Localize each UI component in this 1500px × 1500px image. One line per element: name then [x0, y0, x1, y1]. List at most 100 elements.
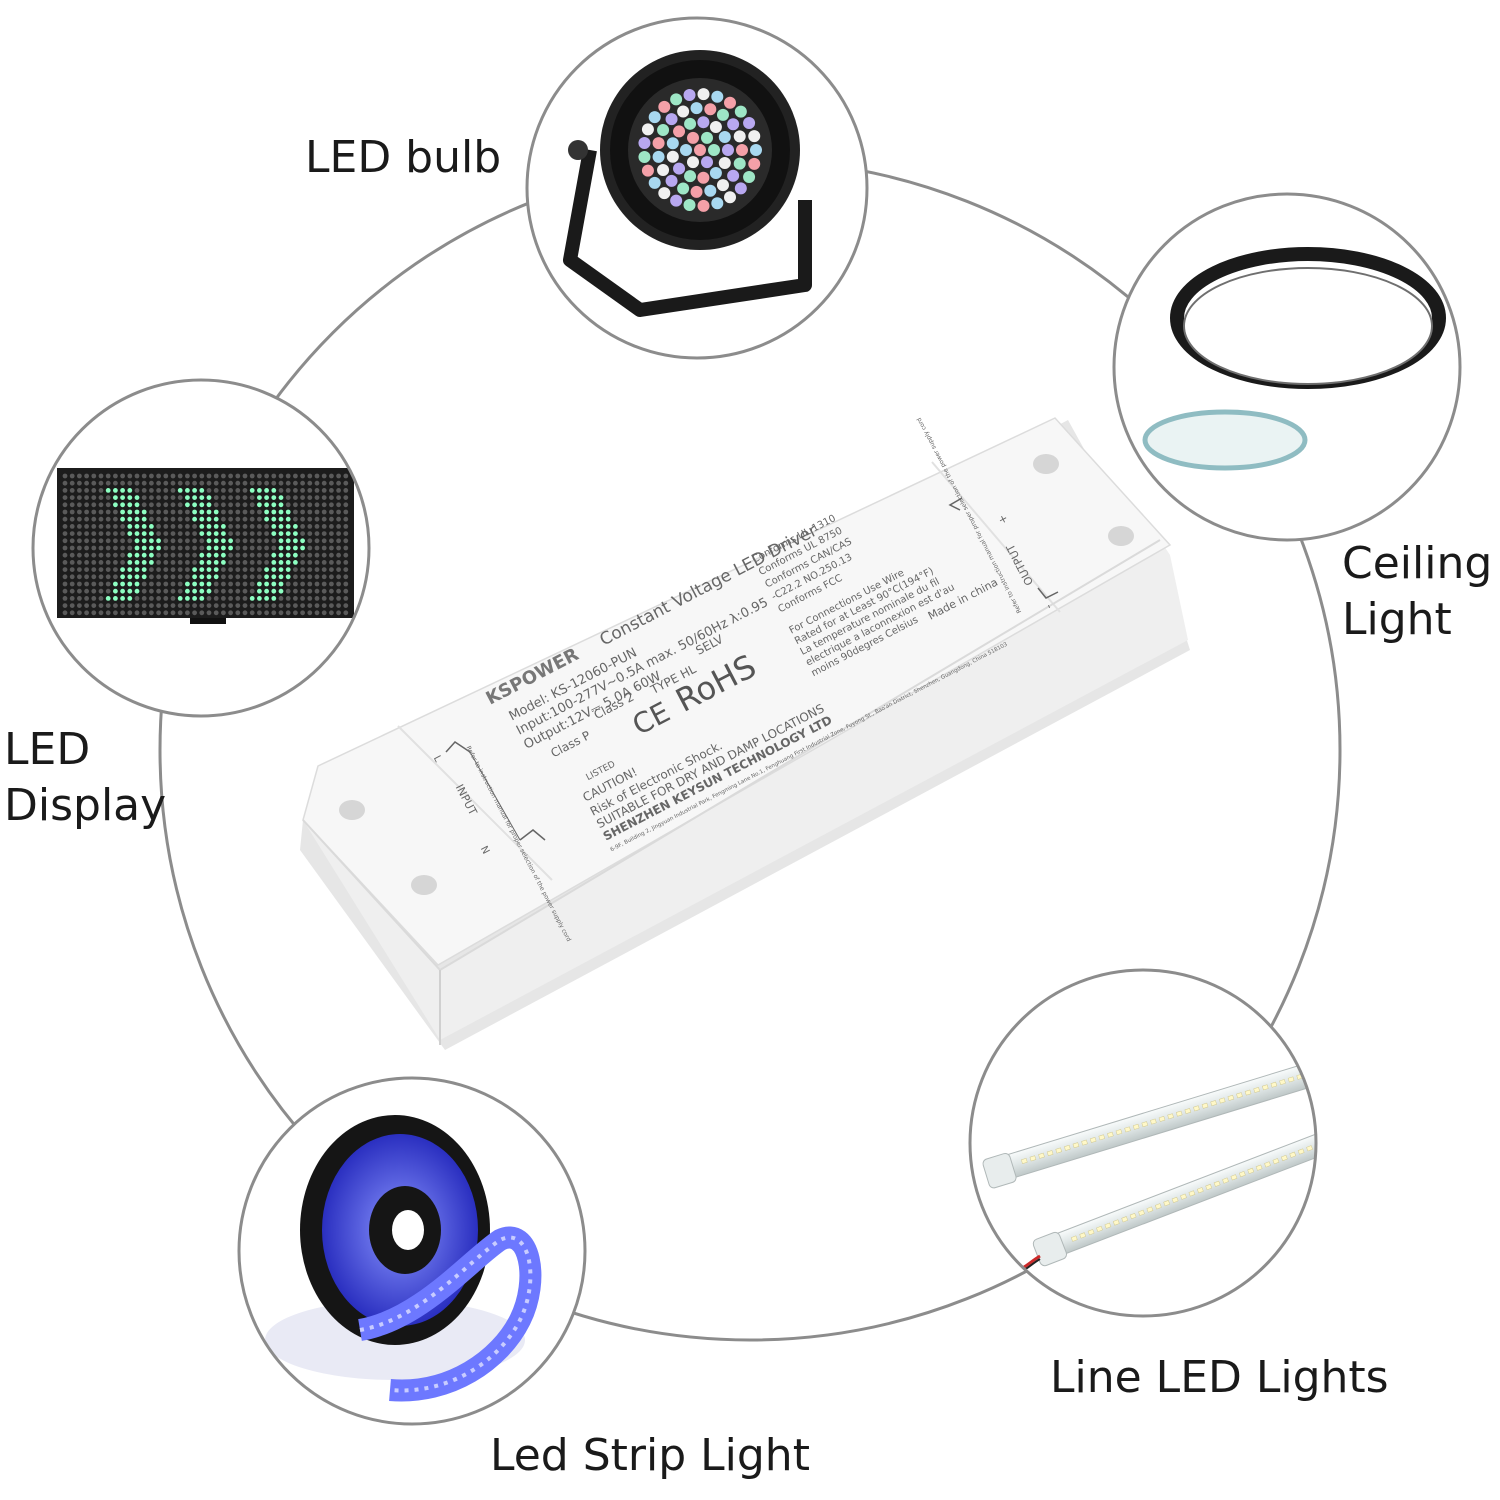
- led-dot: [743, 117, 756, 130]
- matrix-dot: [177, 545, 183, 551]
- matrix-dot: [278, 596, 284, 601]
- matrix-dot: [113, 560, 118, 565]
- matrix-dot: [336, 574, 341, 580]
- led-dot: [716, 179, 729, 192]
- label-ceiling-line2: Light: [1342, 594, 1452, 645]
- matrix-dot: [62, 552, 68, 558]
- led-dot: [733, 130, 746, 143]
- matrix-dot: [105, 567, 111, 572]
- label-ceiling-line1: Ceiling: [1342, 538, 1493, 589]
- matrix-dot: [235, 495, 241, 500]
- led-dot: [750, 144, 762, 156]
- matrix-dot: [264, 560, 269, 565]
- led-dot: [658, 100, 671, 113]
- bar-led: [1287, 1076, 1295, 1083]
- matrix-dot: [163, 610, 169, 616]
- matrix-dot: [213, 588, 219, 594]
- matrix-dot: [300, 538, 305, 544]
- matrix-dot: [213, 610, 219, 616]
- matrix-dot: [84, 473, 89, 479]
- matrix-dot: [170, 596, 176, 601]
- label-led-display: LED Display: [4, 722, 166, 834]
- matrix-dot: [62, 610, 68, 616]
- matrix-dot: [177, 567, 183, 572]
- matrix-dot: [134, 574, 140, 580]
- matrix-dot: [336, 560, 341, 565]
- matrix-dot: [336, 596, 341, 601]
- matrix-dot: [307, 567, 313, 572]
- matrix-dot: [235, 509, 241, 515]
- matrix-dot: [300, 603, 305, 608]
- matrix-dot: [293, 502, 298, 508]
- matrix-dot: [314, 581, 320, 587]
- matrix-dot: [249, 502, 255, 508]
- matrix-dot: [69, 473, 75, 479]
- led-dot: [697, 116, 710, 129]
- matrix-dot: [293, 524, 298, 529]
- matrix-dot: [149, 545, 154, 551]
- matrix-dot: [285, 545, 291, 551]
- matrix-dot: [264, 545, 269, 551]
- matrix-dot: [228, 480, 234, 486]
- matrix-dot: [185, 581, 190, 587]
- matrix-dot: [127, 531, 133, 536]
- matrix-dot: [113, 567, 118, 572]
- matrix-dot: [84, 495, 89, 500]
- matrix-dot: [141, 552, 147, 558]
- matrix-dot: [91, 480, 97, 486]
- matrix-dot: [264, 574, 269, 580]
- led-dot: [697, 171, 710, 184]
- matrix-dot: [185, 473, 190, 479]
- matrix-dot: [329, 509, 334, 515]
- matrix-dot: [285, 516, 291, 522]
- matrix-dot: [264, 610, 269, 616]
- matrix-dot: [149, 473, 154, 479]
- led-driver-product: KSPOWER Constant Voltage LED Driver Mode…: [300, 416, 1190, 1050]
- matrix-dot: [120, 480, 125, 486]
- matrix-dot: [213, 545, 219, 551]
- matrix-dot: [285, 531, 291, 536]
- matrix-dot: [285, 538, 291, 544]
- matrix-dot: [293, 552, 298, 558]
- matrix-dot: [163, 480, 169, 486]
- matrix-dot: [134, 596, 140, 601]
- matrix-dot: [206, 538, 212, 544]
- matrix-dot: [127, 596, 133, 601]
- led-dot: [716, 108, 729, 121]
- matrix-dot: [228, 581, 234, 587]
- matrix-dot: [249, 567, 255, 572]
- led-dot: [641, 123, 654, 136]
- matrix-dot: [105, 473, 111, 479]
- led-dot: [724, 96, 737, 109]
- bar-led: [1272, 1158, 1280, 1165]
- matrix-dot: [293, 488, 298, 493]
- label-led-bulb: LED bulb: [305, 130, 501, 186]
- led-dot: [690, 102, 703, 115]
- matrix-dot: [185, 495, 190, 500]
- matrix-dot: [249, 531, 255, 536]
- matrix-dot: [185, 574, 190, 580]
- matrix-dot: [127, 509, 133, 515]
- matrix-dot: [314, 531, 320, 536]
- matrix-dot: [307, 502, 313, 508]
- matrix-dot: [257, 502, 262, 508]
- matrix-dot: [120, 596, 125, 601]
- matrix-dot: [91, 610, 97, 616]
- matrix-dot: [127, 610, 133, 616]
- matrix-dot: [98, 596, 104, 601]
- matrix-dot: [307, 545, 313, 551]
- matrix-dot: [314, 538, 320, 544]
- bar-led: [1124, 1126, 1131, 1133]
- matrix-dot: [170, 488, 176, 493]
- matrix-dot: [127, 516, 133, 522]
- matrix-dot: [249, 545, 255, 551]
- matrix-dot: [170, 509, 176, 515]
- matrix-dot: [249, 473, 255, 479]
- matrix-dot: [199, 610, 205, 616]
- matrix-dot: [329, 610, 334, 616]
- matrix-dot: [170, 574, 176, 580]
- matrix-dot: [141, 495, 147, 500]
- matrix-dot: [163, 560, 169, 565]
- terminal-l: L: [431, 754, 444, 764]
- led-strip: [357, 1226, 542, 1402]
